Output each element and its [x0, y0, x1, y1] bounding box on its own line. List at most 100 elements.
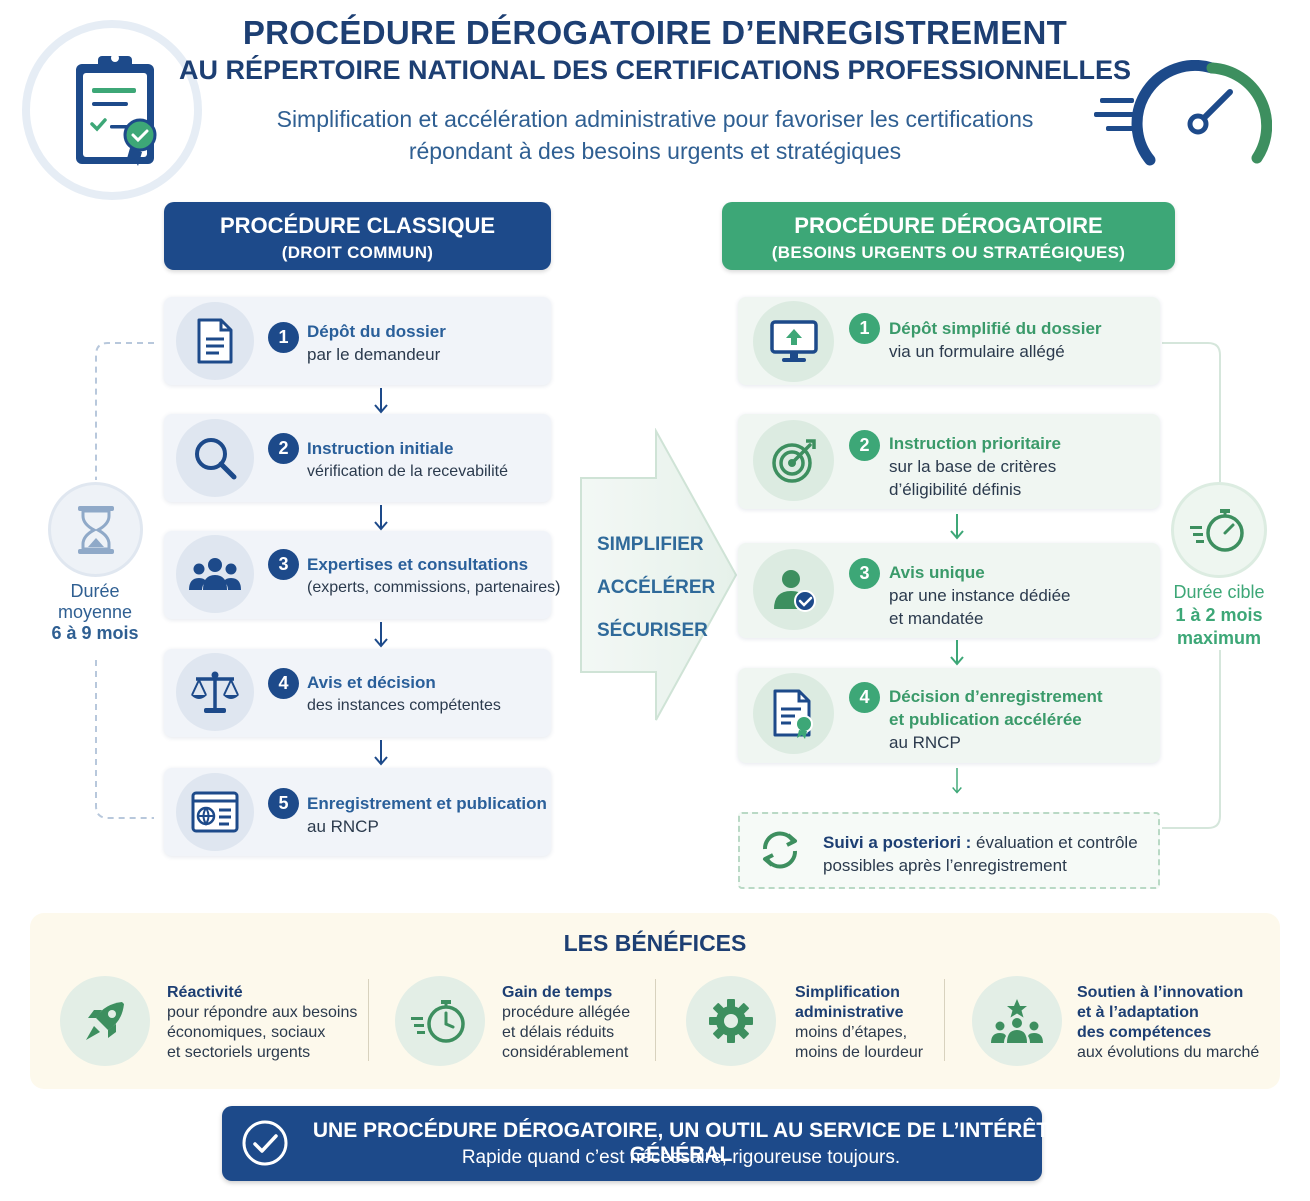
classic-duration-line1: Durée [70, 581, 120, 601]
monitor-upload-icon [753, 301, 834, 382]
derogatory-duration-label: Durée cible 1 à 2 mois maximum [1160, 581, 1278, 650]
benefit-2-desc-line1: procédure allégée [502, 1004, 631, 1021]
derogatory-step-3-text: Avis unique par une instance dédiée et m… [889, 561, 1070, 630]
classic-duration-line2: moyenne [57, 602, 133, 622]
classic-step-4-desc: des instances compétentes [307, 697, 501, 714]
classic-procedure-header: PROCÉDURE CLASSIQUE (DROIT COMMUN) [164, 202, 551, 270]
benefits-title: LES BÉNÉFICES [563, 930, 747, 956]
benefit-1-title: Réactivité [167, 984, 243, 1001]
benefit-1-desc-line1: pour répondre aux besoins [167, 1004, 358, 1021]
arrow-down-icon [374, 622, 388, 648]
derogatory-duration-line3: maximum [1176, 628, 1262, 648]
benefit-4-text: Soutien à l’innovation et à l’adaptation… [1077, 983, 1259, 1063]
banner-line1: UNE PROCÉDURE DÉROGATOIRE, UN OUTIL AU S… [312, 1119, 1050, 1166]
classic-step-4-number: 4 [268, 668, 299, 699]
user-check-icon [753, 549, 834, 630]
classic-step-5-text: Enregistrement et publication au RNCP [307, 792, 547, 838]
derogatory-step-4-title-line2: et publication accélérée [889, 710, 1082, 729]
derogatory-step-4-desc: au RNCP [889, 733, 961, 752]
page-title-line1: PROCÉDURE DÉROGATOIRE D’ENREGISTREMENT [242, 14, 1068, 51]
benefit-2-desc-line2: et délais réduits [502, 1024, 615, 1041]
scales-icon [176, 653, 254, 731]
derogatory-step-3-title: Avis unique [889, 563, 985, 582]
refresh-icon [757, 827, 803, 873]
benefit-1-desc-line3: et sectoriels urgents [167, 1044, 311, 1061]
derogatory-step-2-desc-line1: sur la base de critères [889, 457, 1057, 476]
classic-step-1-number: 1 [268, 322, 299, 353]
target-icon [753, 420, 834, 501]
derogatory-step-4-number: 4 [849, 682, 880, 713]
benefit-4-title-line3: des compétences [1077, 1024, 1212, 1041]
document-icon [176, 302, 254, 380]
classic-step-5-desc: au RNCP [307, 817, 379, 836]
benefit-3-title-line2: administrative [795, 1004, 904, 1021]
subtitle-line2: répondant à des besoins urgents et strat… [408, 138, 902, 164]
center-arrow-words: SIMPLIFIER ACCÉLÉRER SÉCURISER [597, 523, 715, 652]
derogatory-bracket-line [1162, 342, 1221, 829]
derogatory-step-3-desc-line1: par une instance dédiée [889, 586, 1071, 605]
classic-step-2-number: 2 [268, 433, 299, 464]
derogatory-duration-line1: Durée cible [1173, 582, 1265, 602]
gear-icon [686, 976, 776, 1066]
derogatory-duration-line2: 1 à 2 mois [1175, 605, 1263, 625]
header-clipboard-icon [20, 18, 205, 203]
derogatory-step-1-title: Dépôt simplifié du dossier [889, 319, 1102, 338]
certificate-icon [753, 673, 834, 754]
hourglass-icon [48, 482, 143, 577]
benefit-4-desc-line1: aux évolutions du marché [1077, 1044, 1260, 1061]
classic-step-2-text: Instruction initiale vérification de la … [307, 437, 508, 483]
classic-step-3-desc: (experts, commissions, partenaires) [307, 579, 561, 596]
benefit-3-desc-line2: moins de lourdeur [795, 1044, 924, 1061]
followup-box [738, 812, 1160, 889]
banner-line2: Rapide quand c’est nécessaire, rigoureus… [461, 1147, 901, 1168]
conclusion-banner [222, 1106, 1042, 1181]
benefit-2-desc-line3: considérablement [502, 1044, 629, 1061]
derogatory-step-4-title-line1: Décision d’enregistrement [889, 687, 1103, 706]
center-arrow-shape [580, 428, 738, 721]
followup-rest: évaluation et contrôle [971, 833, 1138, 852]
classic-subheading: (DROIT COMMUN) [281, 243, 434, 262]
classic-bracket-line [95, 342, 154, 819]
center-word-3: SÉCURISER [597, 620, 708, 641]
benefit-2-text: Gain de temps procédure allégée et délai… [502, 983, 630, 1063]
arrow-down-icon [374, 388, 388, 414]
derogatory-step-2-text: Instruction prioritaire sur la base de c… [889, 432, 1061, 501]
classic-step-1-text: Dépôt du dossier par le demandeur [307, 320, 446, 366]
derogatory-step-2-number: 2 [849, 430, 880, 461]
benefit-separator [944, 979, 945, 1061]
classic-step-3-number: 3 [268, 549, 299, 580]
check-circle-icon [240, 1118, 290, 1168]
classic-step-2-title: Instruction initiale [307, 439, 454, 458]
arrow-down-icon [950, 514, 964, 540]
followup-text: Suivi a posteriori : évaluation et contr… [823, 831, 1138, 877]
derogatory-heading: PROCÉDURE DÉROGATOIRE [794, 213, 1103, 238]
benefit-3-desc-line1: moins d’étapes, [795, 1024, 908, 1041]
benefit-1-desc-line2: économiques, sociaux [167, 1024, 326, 1041]
derogatory-step-2-title: Instruction prioritaire [889, 434, 1061, 453]
arrow-down-icon [952, 768, 962, 794]
classic-step-5-title: Enregistrement et publication [307, 794, 547, 813]
benefit-4-title-line2: et à l’adaptation [1077, 1004, 1199, 1021]
classic-step-2-desc: vérification de la recevabilité [307, 463, 508, 480]
benefit-1-text: Réactivité pour répondre aux besoins éco… [167, 983, 357, 1063]
classic-step-4-title: Avis et décision [307, 673, 436, 692]
arrow-down-icon [950, 640, 964, 666]
team-star-icon [972, 976, 1062, 1066]
followup-bold: Suivi a posteriori : [823, 833, 972, 852]
classic-step-3-text: Expertises et consultations (experts, co… [307, 553, 560, 599]
benefit-3-text: Simplification administrative moins d’ét… [795, 983, 923, 1063]
center-word-1: SIMPLIFIER [597, 534, 704, 555]
stopwatch-icon [395, 976, 485, 1066]
derogatory-subheading: (BESOINS URGENTS OU STRATÉGIQUES) [771, 243, 1126, 262]
classic-step-1-title: Dépôt du dossier [307, 322, 446, 341]
classic-duration-line3: 6 à 9 mois [51, 623, 139, 643]
arrow-down-icon [374, 505, 388, 531]
benefit-2-title: Gain de temps [502, 984, 613, 1001]
benefit-4-title-line1: Soutien à l’innovation [1077, 984, 1244, 1001]
classic-step-4-text: Avis et décision des instances compétent… [307, 671, 501, 717]
classic-duration-label: Durée moyenne 6 à 9 mois [40, 581, 150, 644]
arrow-down-icon [374, 740, 388, 766]
classic-heading: PROCÉDURE CLASSIQUE [219, 213, 496, 238]
derogatory-step-4-text: Décision d’enregistrement et publication… [889, 685, 1103, 754]
benefit-separator [368, 979, 369, 1061]
